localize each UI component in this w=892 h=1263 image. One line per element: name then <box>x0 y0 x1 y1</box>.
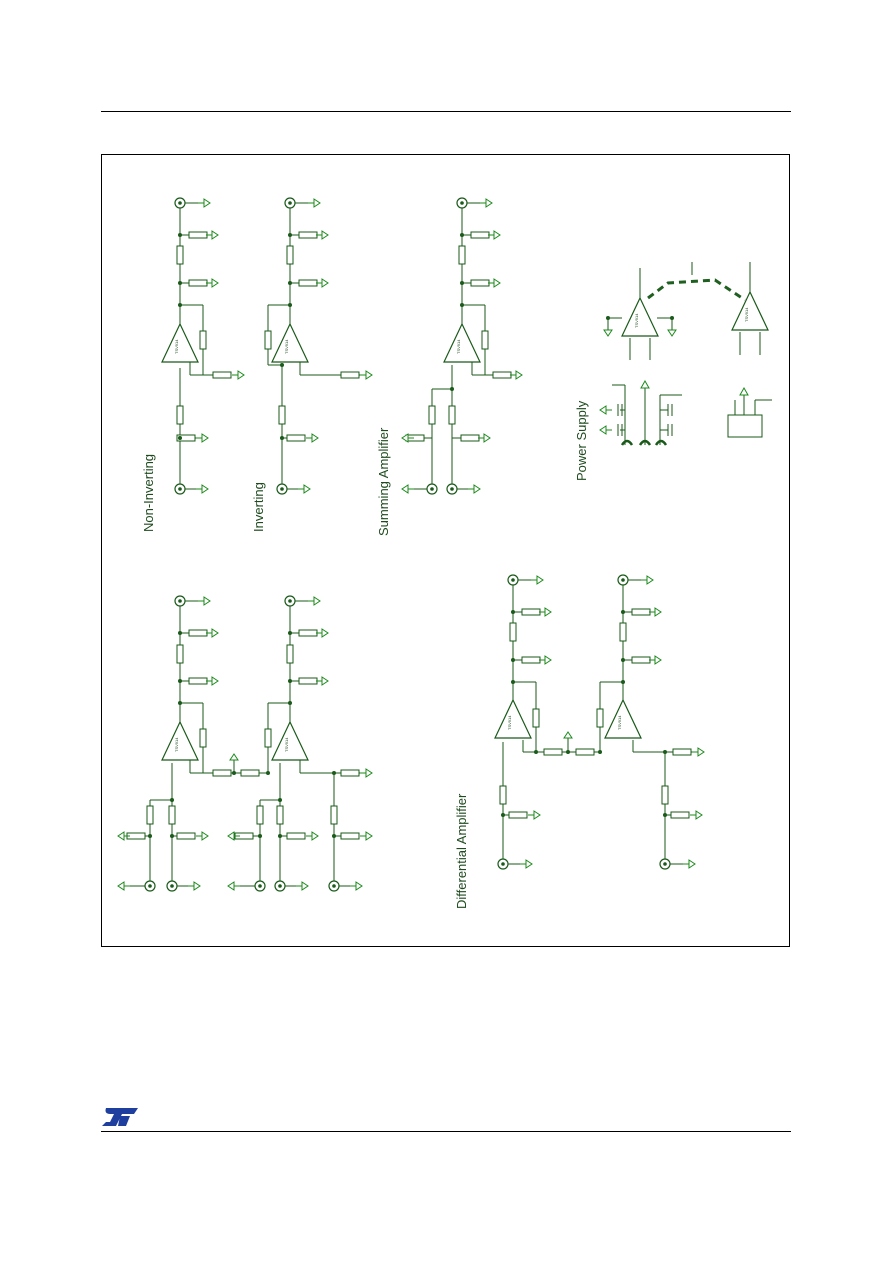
schematic-frame <box>101 154 790 947</box>
grounds <box>187 198 705 891</box>
opamp-u5 <box>271 721 309 761</box>
title-non-inverting: Non-Inverting <box>141 454 156 532</box>
grounds-left <box>117 405 613 891</box>
opamp-u4 <box>161 721 199 761</box>
opamp-u3 <box>443 323 481 363</box>
circuit-power <box>607 262 772 445</box>
junction-dots <box>148 233 674 838</box>
circuit-summing-dual <box>130 600 360 887</box>
title-power: Power Supply <box>574 400 589 481</box>
st-logo-icon <box>102 1108 138 1126</box>
title-differential: Differential Amplifier <box>454 793 469 909</box>
connectors <box>144 197 671 892</box>
header-rule <box>101 111 791 112</box>
opamp-u1 <box>161 323 199 363</box>
capacitors <box>617 404 673 446</box>
opamp-u9 <box>731 291 769 331</box>
dashed-link <box>647 278 746 302</box>
opamp-u8 <box>621 297 659 337</box>
grounds-up <box>229 329 749 761</box>
opamp-u2 <box>271 323 309 363</box>
opamp-u6 <box>494 699 532 739</box>
opamp-u7 <box>604 699 642 739</box>
title-summing: Summing Amplifier <box>376 427 391 536</box>
resistors <box>126 231 692 840</box>
title-inverting: Inverting <box>251 482 266 532</box>
footer-rule <box>101 1131 791 1132</box>
